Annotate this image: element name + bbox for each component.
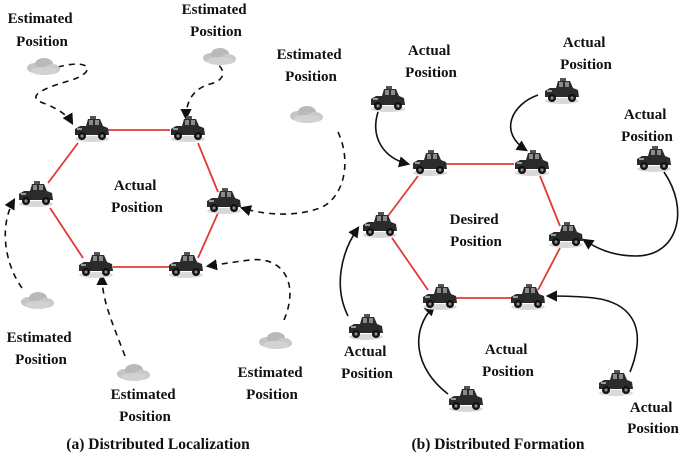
actual-label: Actual Position — [341, 344, 393, 382]
estimated-label: Estimated Position — [7, 330, 76, 368]
panel-caption: (a) Distributed Localization — [66, 436, 250, 453]
cloud-icon — [259, 332, 292, 349]
edge — [391, 237, 429, 291]
edge — [537, 247, 561, 291]
car-robot-icon — [515, 150, 549, 176]
car-robot-icon — [349, 314, 383, 340]
left-estimate-paths — [4, 59, 346, 357]
panel-caption: (b) Distributed Formation — [411, 436, 584, 453]
car-robot-icon — [423, 284, 457, 310]
left-formation-edges — [47, 129, 219, 268]
edge — [197, 212, 219, 259]
car-robot-icon — [545, 78, 579, 104]
right-panel: Desired Position Actual Position Actual … — [339, 35, 679, 453]
motion-arrow — [374, 111, 411, 168]
car-robot-icon — [171, 116, 205, 142]
car-robot-icon — [371, 86, 405, 112]
motion-arrow — [418, 304, 449, 395]
estimated-label: Estimated Position — [277, 47, 346, 85]
estimated-label: Estimated Position — [8, 11, 77, 50]
actual-label: Actual Position — [405, 43, 457, 81]
car-robot-icon — [79, 252, 113, 278]
right-formation-edges — [387, 163, 561, 299]
car-robot-icon — [549, 222, 583, 248]
car-robot-icon — [169, 252, 203, 278]
actual-label: Actual Position — [621, 107, 673, 145]
dashed-arrow — [205, 258, 291, 321]
edge — [49, 207, 84, 259]
car-robot-icon — [599, 370, 633, 396]
left-panel: Actual Position Estimated Position Estim… — [4, 2, 346, 453]
car-robot-icon — [637, 146, 671, 172]
car-robot-icon — [363, 212, 397, 238]
center-label: Actual Position — [111, 178, 163, 216]
center-label: Desired Position — [450, 212, 503, 250]
car-robot-icon — [413, 150, 447, 176]
car-robot-icon — [19, 181, 53, 207]
motion-arrow — [582, 171, 679, 257]
edge — [539, 175, 561, 227]
dashed-arrow — [239, 131, 346, 216]
dashed-arrow — [4, 198, 23, 289]
edge — [47, 142, 79, 184]
cloud-icon — [290, 106, 323, 123]
cloud-icon — [117, 364, 150, 381]
left-cars — [19, 116, 241, 278]
motion-arrow — [509, 94, 539, 152]
edge — [197, 142, 219, 193]
actual-label: Actual Position — [482, 342, 534, 380]
estimated-label: Estimated Position — [238, 365, 307, 403]
car-robot-icon — [75, 116, 109, 142]
right-motion-paths — [339, 94, 679, 395]
dashed-arrow — [180, 59, 224, 121]
motion-arrow — [545, 290, 639, 373]
edge — [387, 175, 419, 217]
actual-label: Actual Position — [627, 400, 679, 437]
dashed-arrow — [96, 273, 126, 357]
car-robot-icon — [207, 188, 241, 214]
actual-label: Actual Position — [560, 35, 612, 73]
right-formation-cars — [363, 150, 583, 310]
estimated-label: Estimated Position — [111, 387, 180, 425]
cloud-icon — [21, 292, 54, 309]
dashed-arrow — [35, 63, 89, 125]
estimated-label: Estimated Position — [182, 2, 251, 40]
cloud-icon — [27, 58, 60, 75]
cloud-icon — [203, 48, 236, 65]
car-robot-icon — [449, 386, 483, 412]
motion-arrow — [339, 226, 360, 317]
